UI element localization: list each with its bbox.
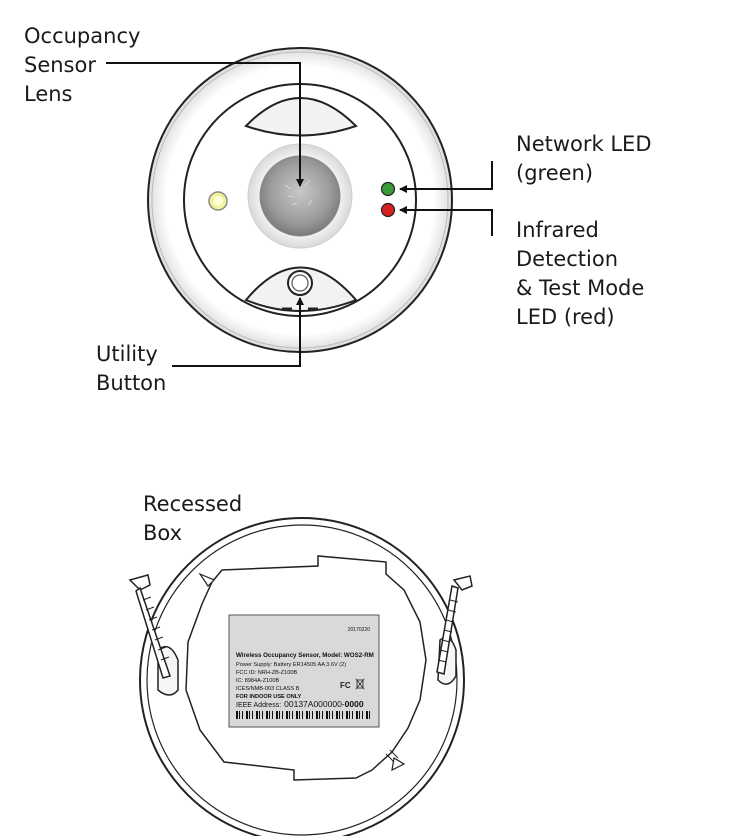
network-led-leader xyxy=(399,161,493,193)
barcode-bar xyxy=(342,711,343,719)
barcode-bar xyxy=(306,711,308,719)
barcode-bar xyxy=(239,711,240,719)
infrared-led-leader xyxy=(399,206,493,236)
lens-callout: Occupancy Sensor Lens xyxy=(24,24,141,106)
recessed-box-callout: Recessed Box xyxy=(143,492,243,545)
barcode-bar xyxy=(289,711,290,719)
barcode-bar xyxy=(352,711,353,719)
label-code: 20170220 xyxy=(348,627,370,633)
barcode-bar xyxy=(319,711,320,719)
barcode-bar xyxy=(252,711,253,719)
sensor-top-view xyxy=(147,47,453,353)
barcode-bar xyxy=(346,711,348,719)
product-label xyxy=(228,614,380,728)
weee-bin-icon xyxy=(355,678,365,690)
barcode-bar xyxy=(259,711,260,719)
barcode-bar xyxy=(236,711,238,719)
alignment-mark-bottom xyxy=(391,757,406,772)
sensor-back-view: 20170220 Wireless Occupancy Sensor, Mode… xyxy=(128,517,473,836)
barcode-bar xyxy=(299,711,300,719)
barcode-bar xyxy=(272,711,273,719)
label-line-power: Power Supply: Battery ER14505 AA 3.6V (2… xyxy=(236,662,346,668)
barcode-bar xyxy=(249,711,250,719)
barcode-bar xyxy=(316,711,318,719)
barcode-bar xyxy=(339,711,340,719)
lens-leader xyxy=(106,62,304,187)
barcode-bar xyxy=(302,711,303,719)
barcode-bar xyxy=(262,711,263,719)
barcode-bar xyxy=(269,711,270,719)
label-line-ices: ICES/NMB-003 CLASS B xyxy=(236,686,300,692)
label-line-ic: IC: 8984A-Z100B xyxy=(236,678,279,684)
barcode-bar xyxy=(356,711,358,719)
alignment-mark-top xyxy=(198,572,216,587)
network-led xyxy=(380,181,396,197)
barcode-bar xyxy=(292,711,293,719)
barcode-bar xyxy=(312,711,313,719)
barcode-bar xyxy=(286,711,288,719)
barcode-bar xyxy=(242,711,243,719)
infrared-led-callout: Infrared Detection & Test Mode LED (red) xyxy=(516,218,645,329)
utility-button-leader xyxy=(172,297,304,367)
barcode-bar xyxy=(329,711,330,719)
label-ieee: IEEE Address:00137A000000-0000 xyxy=(236,699,364,709)
utility-button-callout: Utility Button xyxy=(96,342,167,395)
fcc-mark-icon: FC xyxy=(340,681,351,690)
barcode-bar xyxy=(369,711,370,719)
barcode-bar xyxy=(266,711,268,719)
leader-lines xyxy=(106,62,493,367)
label-ieee-value: 00137A000000- xyxy=(284,699,345,709)
barcode-bar xyxy=(279,711,280,719)
infrared-led xyxy=(380,202,396,218)
barcode-bar xyxy=(326,711,328,719)
barcode-bar xyxy=(309,711,310,719)
barcode xyxy=(236,711,370,719)
barcode-bar xyxy=(336,711,338,719)
label-ieee-suffix: 0000 xyxy=(345,699,364,709)
barcode-bar xyxy=(256,711,258,719)
barcode-bar xyxy=(349,711,350,719)
barcode-bar xyxy=(246,711,248,719)
barcode-bar xyxy=(362,711,363,719)
left-mounting-screw xyxy=(128,574,171,679)
label-line-indoor: FOR INDOOR USE ONLY xyxy=(236,694,302,700)
network-led-callout: Network LED (green) xyxy=(516,132,652,185)
barcode-bar xyxy=(322,711,323,719)
barcode-bar xyxy=(296,711,298,719)
barcode-bar xyxy=(276,711,278,719)
right-mounting-screw xyxy=(436,575,473,675)
label-line-fcc: FCC ID: NRH-ZB-Z100B xyxy=(236,670,297,676)
barcode-bar xyxy=(332,711,333,719)
barcode-bar xyxy=(282,711,283,719)
label-title: Wireless Occupancy Sensor, Model: WOS2-R… xyxy=(236,652,374,659)
barcode-bar xyxy=(366,711,368,719)
label-ieee-prefix: IEEE Address: xyxy=(236,702,281,709)
barcode-bar xyxy=(359,711,360,719)
